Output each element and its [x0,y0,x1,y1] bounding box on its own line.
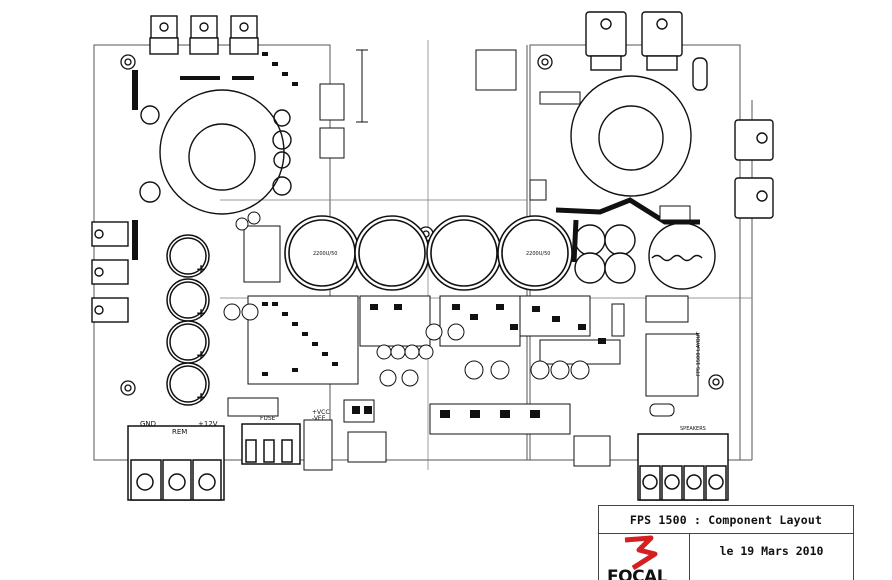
svg-text:2200U/50: 2200U/50 [313,251,337,257]
speakers-label: SPEAKERS [680,426,706,432]
left-edge-transistors [91,221,129,323]
rem-label: REM [172,428,187,436]
board-notes: FPS 1500 LAYOUT [696,331,702,376]
dense-pads [132,52,606,418]
fuse-label: FUSE [260,415,276,422]
drawing-date: le 19 Mars 2010 [719,544,824,558]
right-toroid [570,57,708,197]
vcc-label: +VCC [312,409,330,416]
title-block: FPS 1500 : Component Layout FOCAL le 19 … [598,505,854,580]
svg-text:+: + [196,262,206,276]
power-terminal-block [127,425,225,501]
focal-logo-icon [624,535,658,571]
svg-text:2200U/50: 2200U/50 [526,251,550,257]
focal-logo: FOCAL [599,534,690,580]
top-left-transistors [149,15,259,55]
fuse-holder [241,423,301,465]
dimension-marker [356,49,368,123]
left-toroid [139,89,292,215]
right-transistors [734,119,774,219]
gnd-label: GND [140,420,156,428]
plus12v-label: +12V [198,420,218,428]
top-right-transistors [585,11,683,71]
vee-label: -VEE [312,415,326,422]
heavy-traces [555,197,700,263]
svg-text:+: + [196,306,206,320]
drawing-title: FPS 1500 : Component Layout [599,506,853,534]
speaker-terminals [637,433,729,501]
left-capacitors [166,234,210,406]
cap-cluster [574,222,716,290]
svg-text:+: + [196,390,206,404]
logo-text: FOCAL [607,567,668,580]
svg-text:+: + [196,348,206,362]
small-components [223,49,699,471]
mounting-holes [120,54,724,396]
main-capacitors [284,215,573,291]
